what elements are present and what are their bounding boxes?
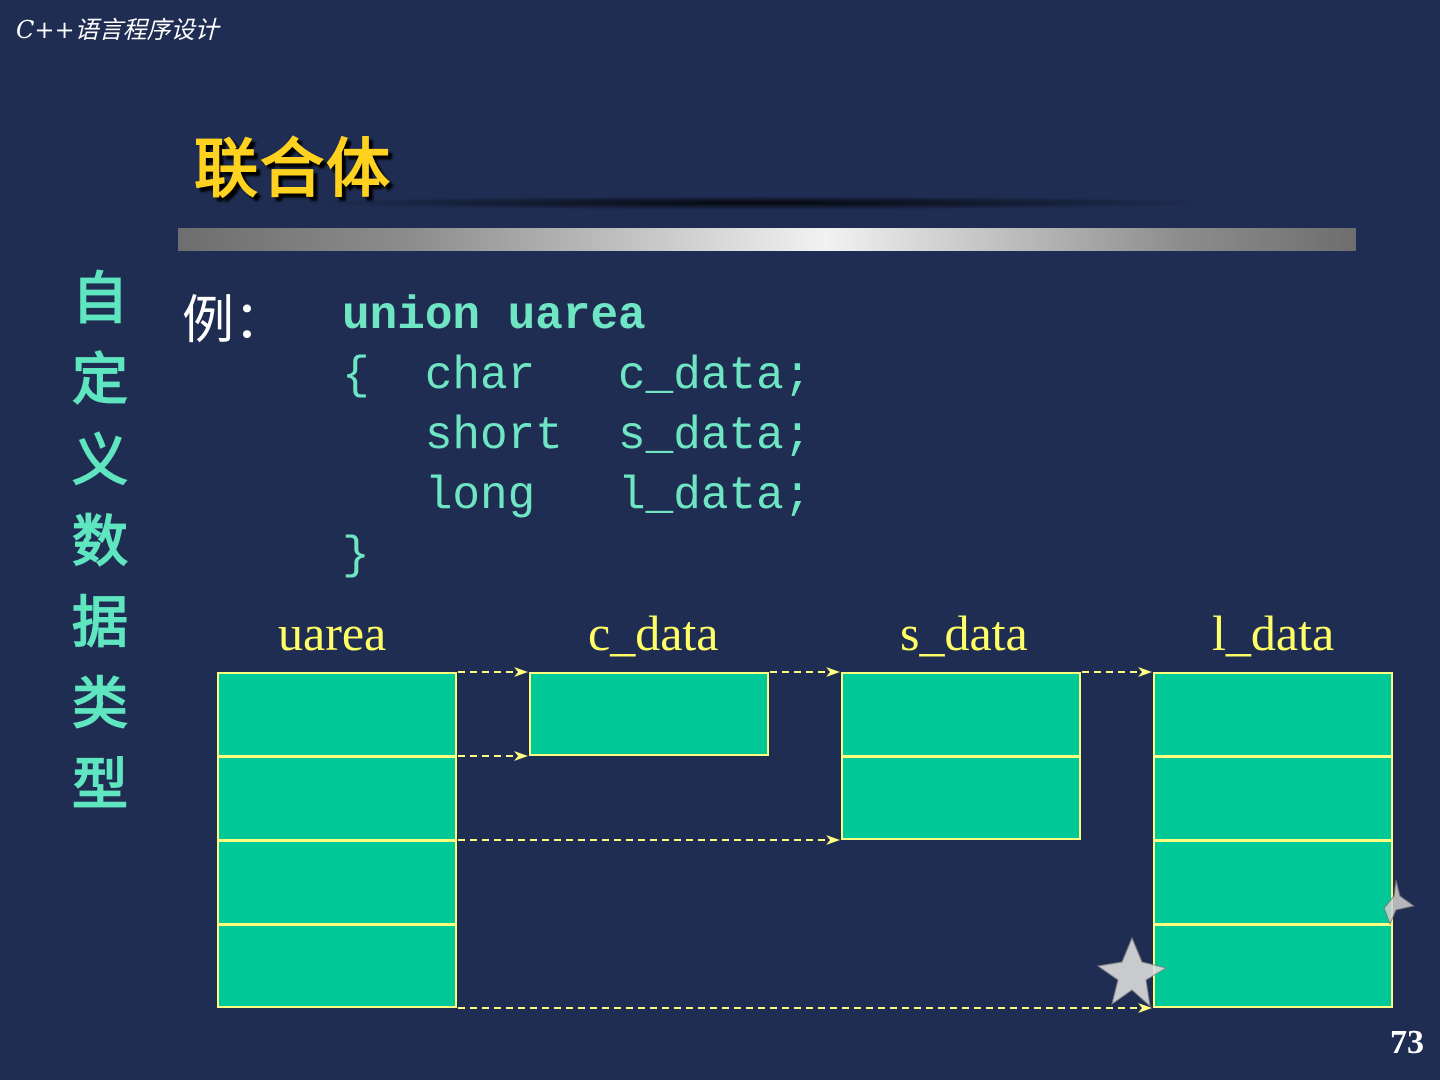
- star-icon: [1384, 880, 1414, 924]
- page-number: 73: [1390, 1024, 1424, 1062]
- star-icon: [1098, 938, 1166, 1006]
